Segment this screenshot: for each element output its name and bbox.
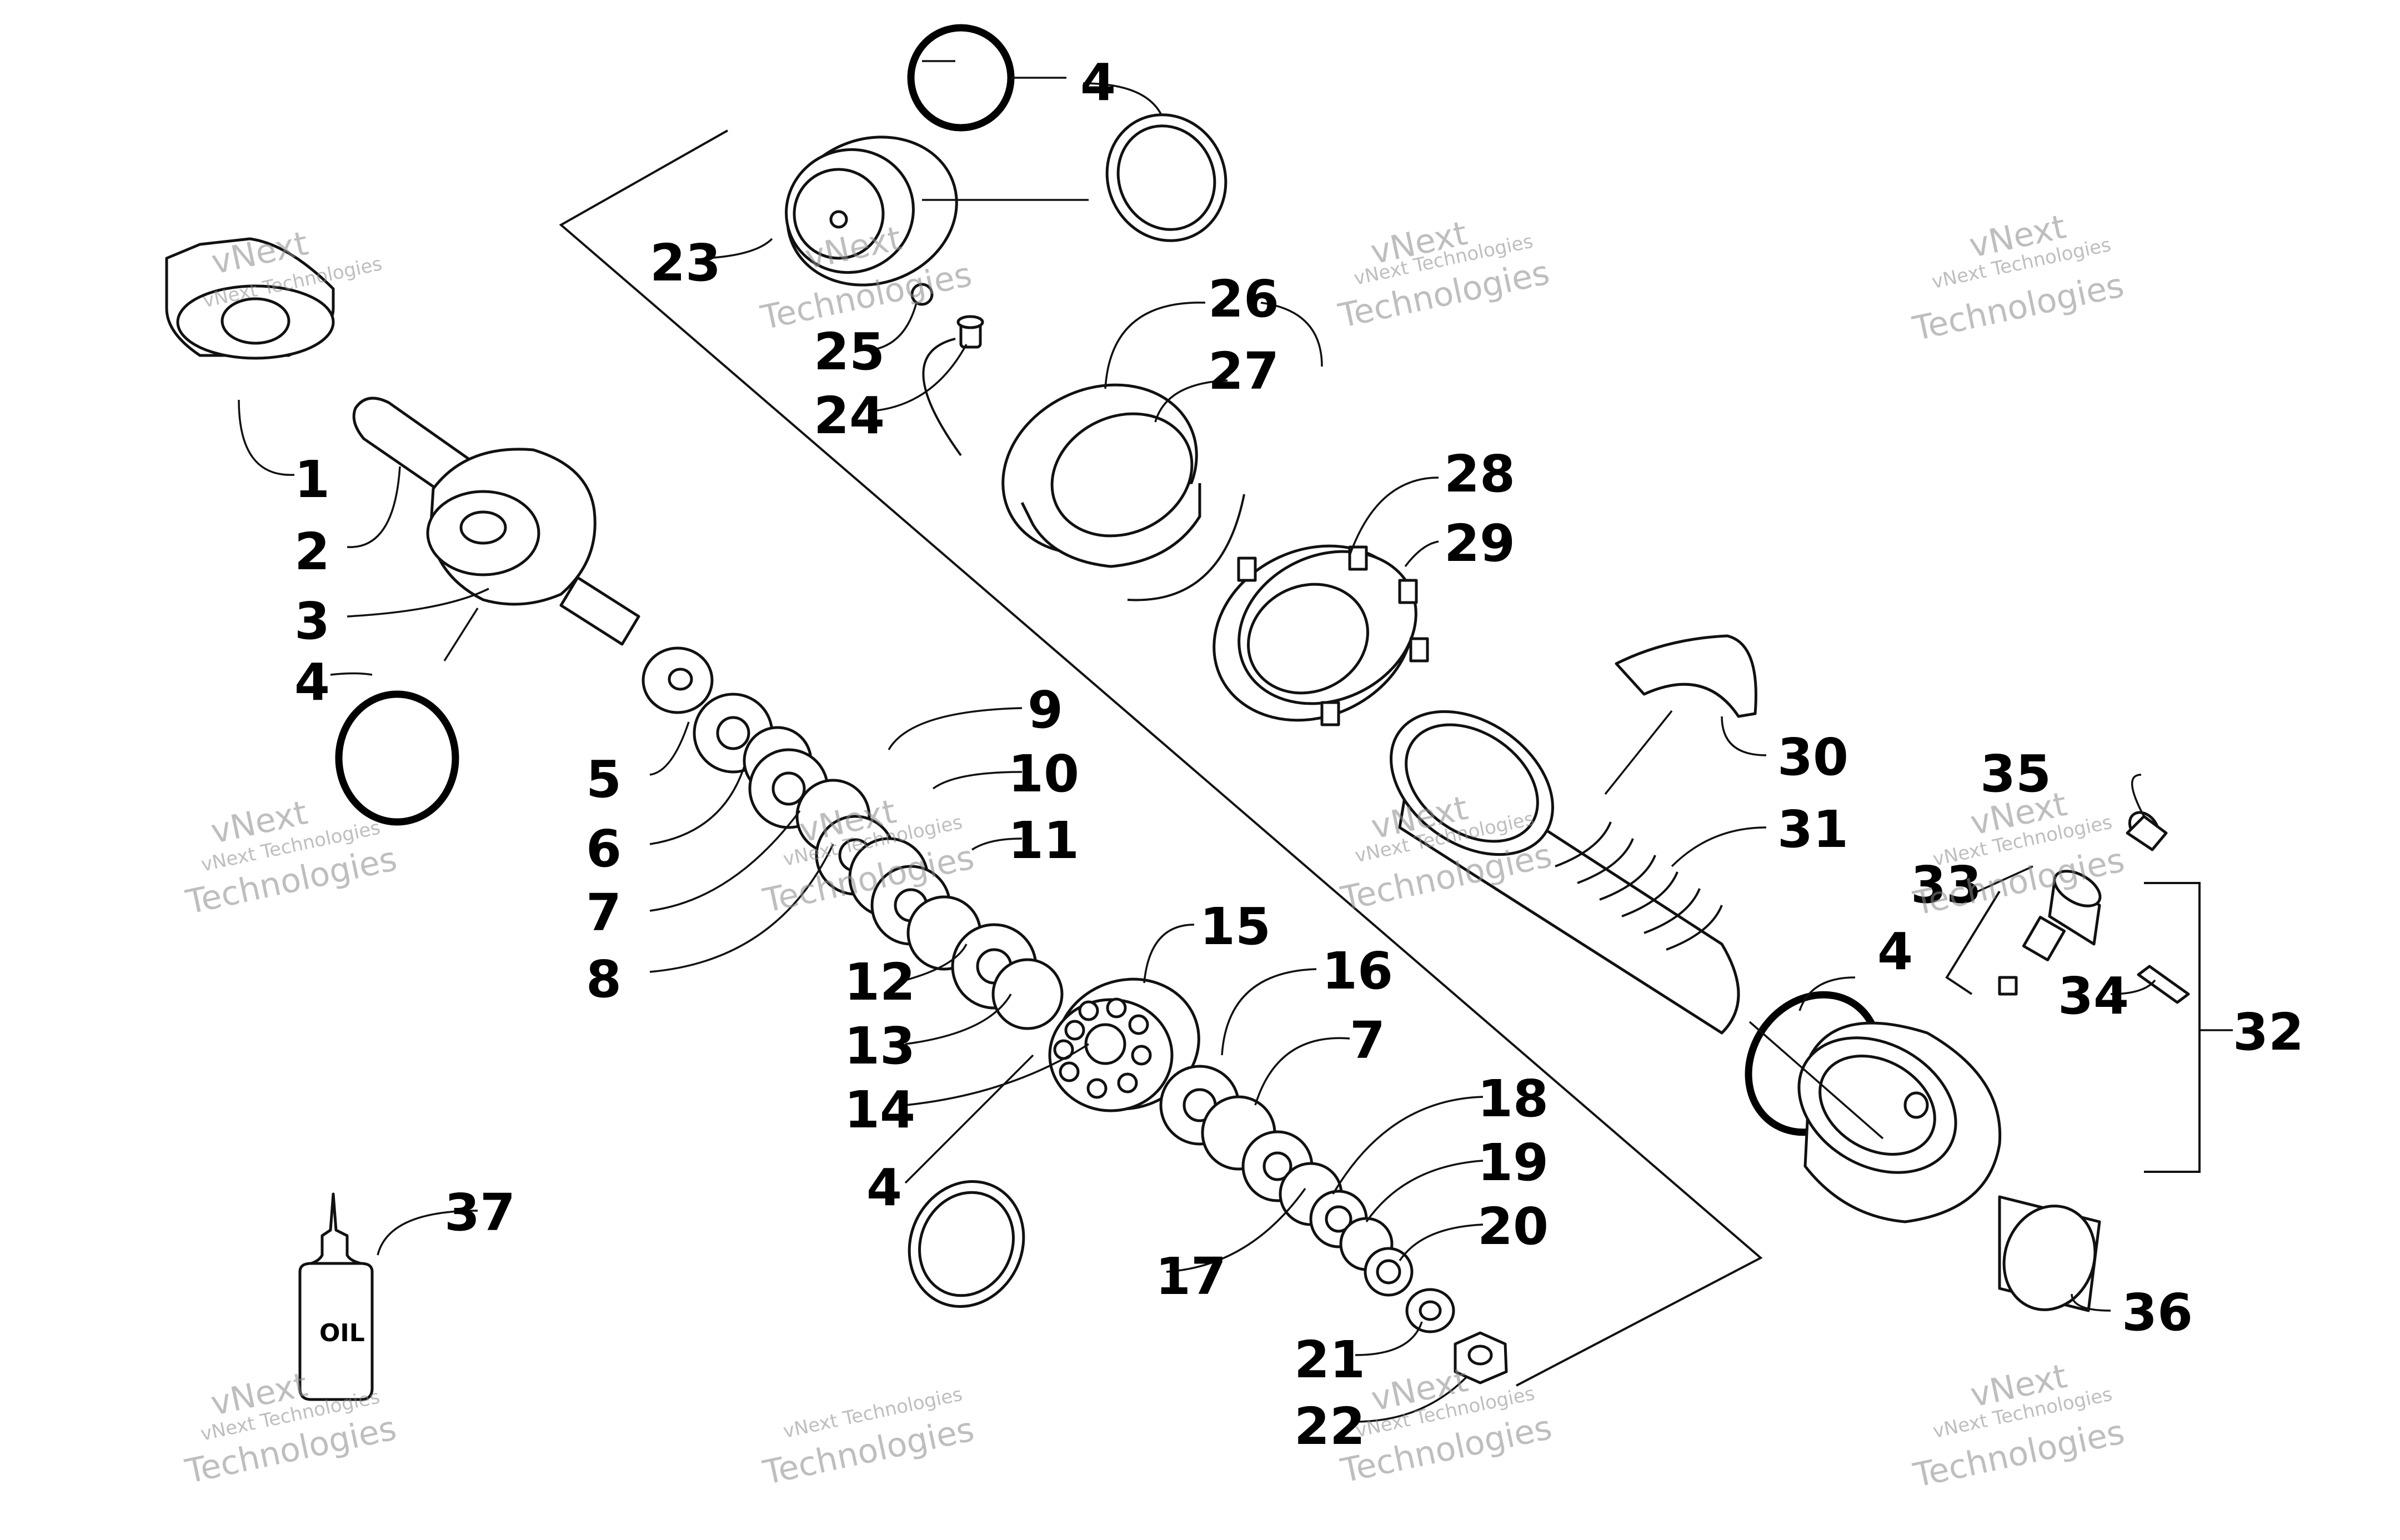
oil-bottle-label: OIL <box>319 1319 365 1347</box>
valve-insert-part <box>1998 976 2018 996</box>
valve-pin-part <box>956 315 984 349</box>
hex-nut-part <box>1454 1331 1508 1385</box>
callout-8: 8 <box>586 950 622 1009</box>
callout-24: 24 <box>814 386 885 445</box>
adjusting-nut-part <box>1212 544 1429 726</box>
leader-lines <box>238 60 2233 1423</box>
callout-21: 21 <box>1294 1330 1365 1389</box>
piston-assembly-bracket <box>559 129 1763 1387</box>
bushing-cap-part <box>165 237 335 360</box>
cylinder-sleeve-part <box>922 338 1245 601</box>
callout-18: 18 <box>1477 1069 1549 1128</box>
washer-part <box>1405 1288 1455 1333</box>
wear-band-bottom <box>908 1180 1025 1308</box>
callout-12: 12 <box>844 952 915 1012</box>
callout-34: 34 <box>2058 966 2129 1026</box>
valve-assembly-bracket <box>2144 882 2201 1173</box>
o-ring-top <box>907 24 1015 132</box>
callout-7-left: 7 <box>586 883 622 942</box>
callout-28: 28 <box>1444 444 1515 504</box>
callout-31: 31 <box>1777 800 1848 859</box>
valve-seal-part <box>2137 965 2190 1004</box>
reservoir-body-part <box>1390 634 1757 1035</box>
callout-30: 30 <box>1777 728 1848 787</box>
callout-14: 14 <box>844 1080 915 1140</box>
piston-head-part <box>785 136 958 287</box>
callout-numbers: 1 2 3 4 4 4 4 5 6 7 7 8 9 10 11 12 13 14… <box>294 53 2304 1456</box>
callout-26: 26 <box>1208 269 1279 329</box>
o-ring-left <box>335 690 459 826</box>
callout-36: 36 <box>2122 1283 2193 1342</box>
callout-6: 6 <box>586 819 622 879</box>
schrader-valve-part <box>2022 870 2102 961</box>
valve-33-bracket <box>1945 890 2001 995</box>
callout-3: 3 <box>294 591 330 651</box>
callout-5: 5 <box>586 750 622 809</box>
callout-2: 2 <box>294 522 330 581</box>
shaft-eye-part <box>352 397 640 646</box>
callout-17: 17 <box>1155 1247 1226 1306</box>
valve-screw-part <box>2126 811 2168 851</box>
callout-11: 11 <box>1008 811 1079 870</box>
callout-4-top: 4 <box>1080 53 1116 112</box>
callout-22: 22 <box>1294 1397 1365 1456</box>
callout-4-left: 4 <box>294 653 330 712</box>
shim-stack <box>642 646 1064 1030</box>
callout-9: 9 <box>1028 680 1063 740</box>
callout-35: 35 <box>1980 744 2051 804</box>
callout-32: 32 <box>2233 1002 2304 1062</box>
small-o-ring-part <box>910 283 934 306</box>
callout-4-bottom: 4 <box>866 1158 902 1217</box>
body-end-cap-part <box>1797 1021 2002 1223</box>
callout-1: 1 <box>294 450 330 509</box>
callout-15: 15 <box>1200 897 1271 956</box>
callout-27: 27 <box>1208 342 1279 401</box>
callout-16: 16 <box>1322 941 1393 1001</box>
main-piston-part <box>1048 977 1200 1112</box>
oil-bottle-part: OIL <box>298 1192 374 1401</box>
callout-29: 29 <box>1444 514 1515 573</box>
callout-33: 33 <box>1911 855 1982 915</box>
callout-10: 10 <box>1008 744 1079 804</box>
wear-band-top <box>1105 113 1227 242</box>
cylinder-cap-part <box>1998 1195 2101 1312</box>
callout-13: 13 <box>844 1016 915 1076</box>
callout-19: 19 <box>1477 1133 1549 1192</box>
callout-4-right: 4 <box>1877 922 1913 981</box>
lower-shim-stack <box>1159 1065 1414 1297</box>
callout-20: 20 <box>1477 1197 1549 1256</box>
callout-37: 37 <box>444 1183 515 1242</box>
callout-23: 23 <box>650 233 721 293</box>
callout-7-right: 7 <box>1350 1011 1385 1070</box>
callout-25: 25 <box>814 322 885 382</box>
